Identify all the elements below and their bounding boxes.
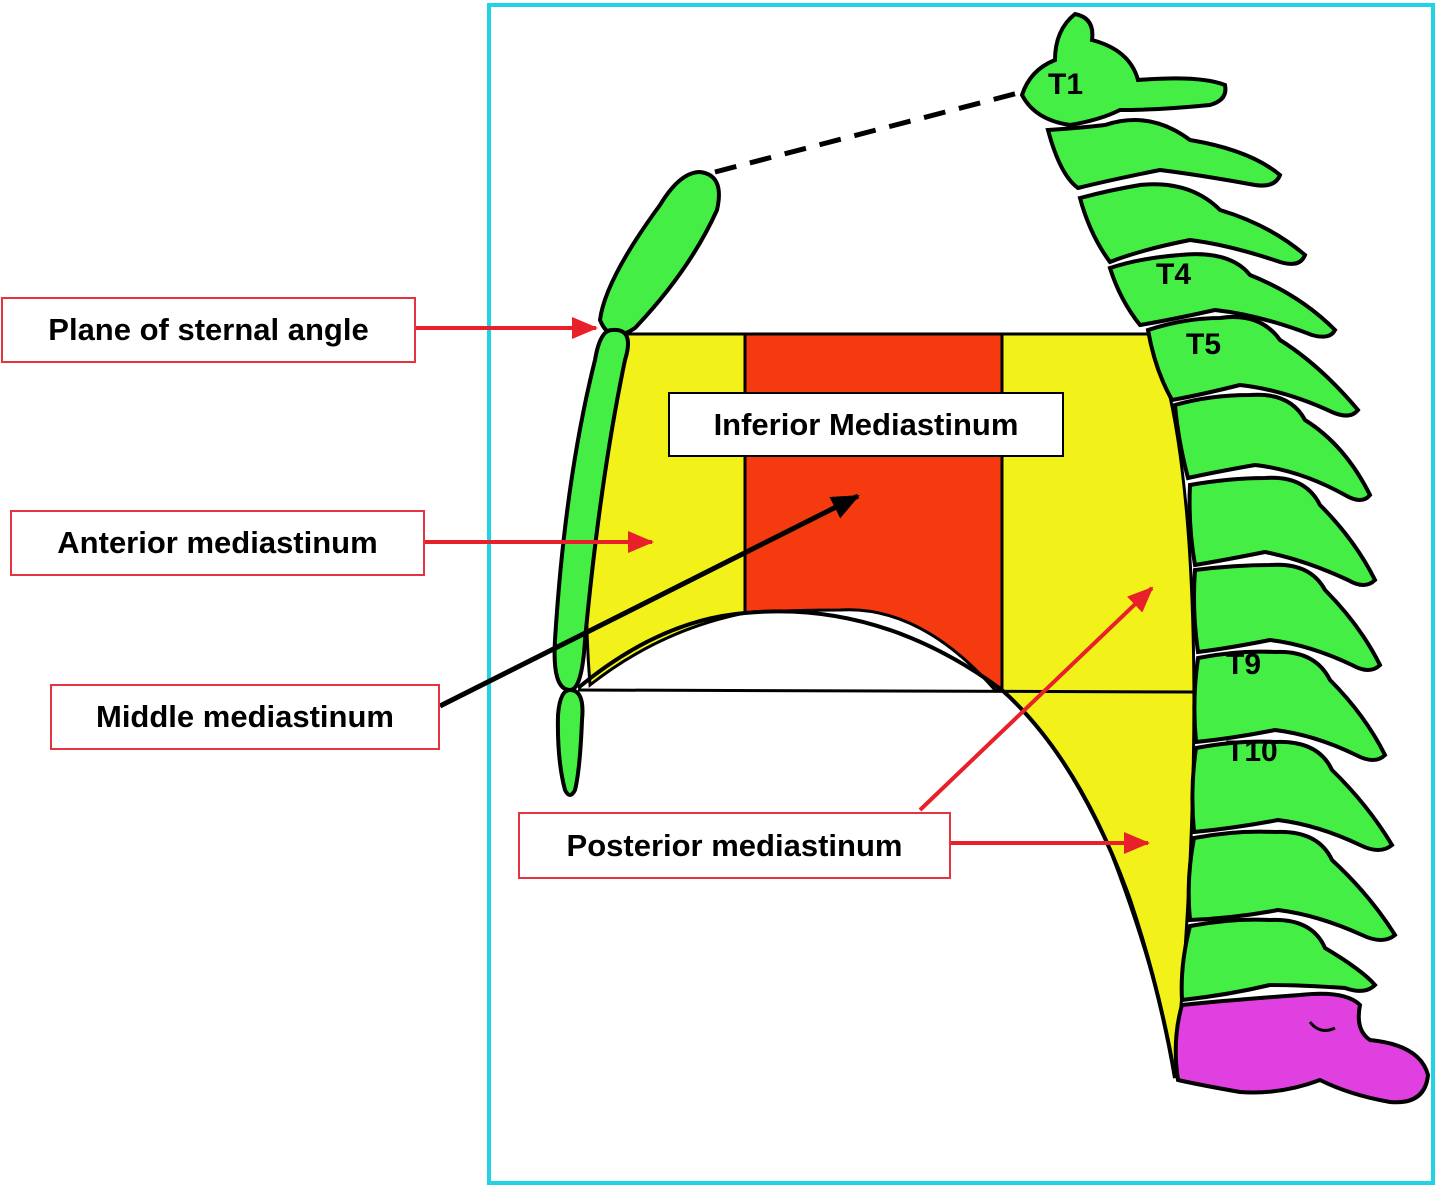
vertebra-t2 [1045, 118, 1283, 191]
manubrium [597, 169, 721, 337]
vertebra-t4 [1107, 252, 1338, 339]
vertebra-label-t9: T9 [1226, 648, 1262, 681]
vertebra-t9 [1192, 649, 1388, 762]
vertebra-t1 [1019, 11, 1228, 128]
label-middle-mediastinum: Middle mediastinum [50, 684, 440, 750]
xiphoid-process [555, 687, 585, 797]
label-posterior-mediastinum: Posterior mediastinum [518, 812, 951, 879]
vertebra-label-t10: T10 [1226, 735, 1278, 768]
lumbar-vertebra [1173, 991, 1431, 1105]
arrow-middle [438, 493, 860, 709]
vertebra-t10 [1190, 739, 1395, 852]
thoracic-inlet-dashed-line [714, 89, 1023, 175]
vertebra-label-t4: T4 [1156, 258, 1192, 291]
lumbar-vertebra-notch [1308, 1021, 1336, 1032]
inferior-plane-line [577, 688, 1196, 694]
vertebra-t5 [1145, 315, 1361, 418]
arrow-posterior-upper [918, 586, 1154, 812]
frame-border [487, 3, 1435, 1185]
vertebral-column [1019, 11, 1398, 1003]
vertebra-t8 [1192, 562, 1383, 672]
vertebra-t11 [1186, 829, 1398, 942]
vertebra-t7 [1187, 475, 1378, 587]
vertebra-t12 [1179, 917, 1378, 1003]
label-plane-sternal-angle: Plane of sternal angle [1, 297, 416, 363]
vertebra-label-t5: T5 [1186, 328, 1222, 361]
label-anterior-mediastinum: Anterior mediastinum [10, 510, 425, 576]
vertebra-label-t1: T1 [1048, 68, 1084, 101]
vertebra-t6 [1172, 392, 1373, 502]
middle-mediastinum-region [743, 332, 1004, 692]
label-inferior-mediastinum: Inferior Mediastinum [668, 392, 1064, 457]
vertebra-t3 [1077, 182, 1308, 266]
